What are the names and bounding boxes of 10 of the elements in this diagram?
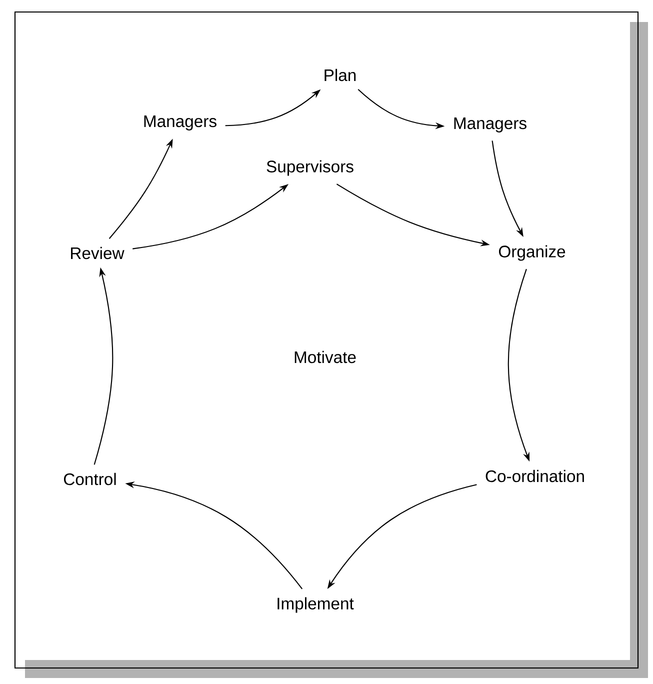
step-label: Control <box>64 472 116 486</box>
step-label: Implement <box>278 597 354 613</box>
step-label: Managers <box>454 118 526 132</box>
step-label: Organize <box>499 245 566 261</box>
step-label: Managers <box>144 116 216 130</box>
step-label: Review <box>71 246 124 260</box>
step-label: Co-ordination <box>486 470 584 482</box>
step-label: Supervisors <box>266 160 354 176</box>
step-label: Motivate <box>294 350 356 364</box>
step-label: Plan <box>324 68 356 82</box>
